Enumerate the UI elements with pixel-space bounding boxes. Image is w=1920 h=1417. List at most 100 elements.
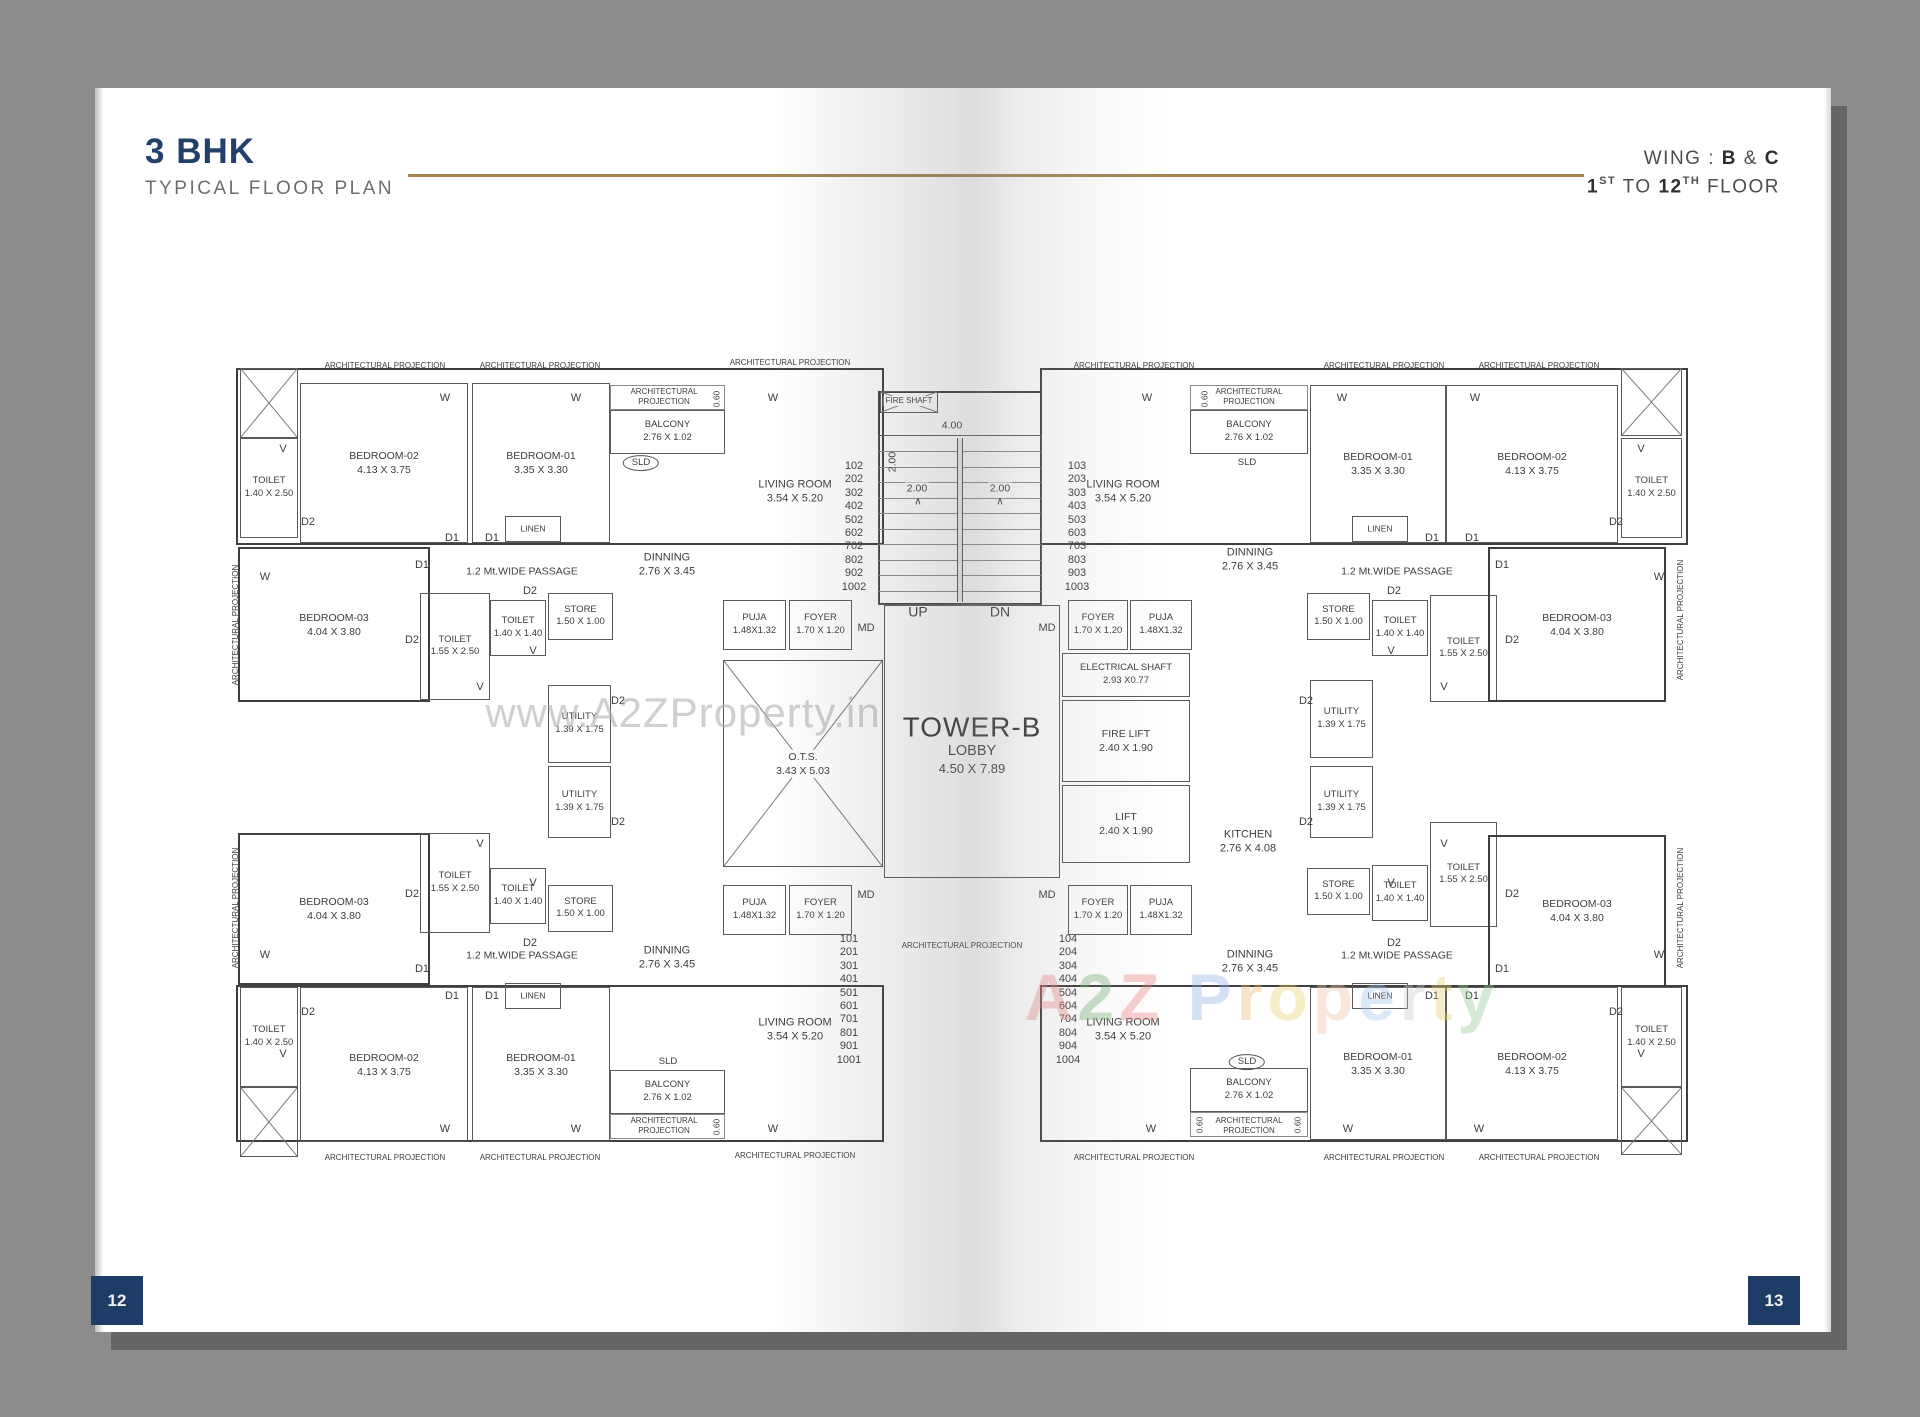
lift-box: LIFT 2.40 X 1.90 [1062, 785, 1190, 863]
arch-proj-label: ARCHITECTURAL PROJECTION [1215, 387, 1283, 406]
stair-up-label: UP [908, 603, 928, 620]
door2-marker: D2 [1504, 634, 1520, 647]
main-door-marker: MD [1038, 622, 1056, 635]
brochure-spread [95, 88, 1831, 1332]
slider-marker: SLD [658, 1056, 678, 1068]
store-br-label: STORE 1.50 X 1.00 [1314, 878, 1363, 903]
vent-marker: V [1637, 443, 1645, 456]
floor-line: 1ST TO 12TH FLOOR [1587, 175, 1780, 198]
dim-2-00-a: 2.00 [904, 482, 930, 496]
arch-proj-label-side: ARCHITECTURAL PROJECTION [231, 564, 240, 686]
utility-lower-left-label: UTILITY 1.39 X 1.75 [555, 789, 604, 813]
window-marker: W [1342, 1123, 1354, 1136]
foyer-tr-label: FOYER 1.70 X 1.20 [1073, 612, 1123, 636]
door2-marker: D2 [300, 516, 316, 529]
fire-lift-box: FIRE LIFT 2.40 X 1.90 [1062, 700, 1190, 782]
vent-marker: V [279, 1048, 287, 1061]
passage-br-label: 1.2 Mt.WIDE PASSAGE [1341, 949, 1453, 962]
lobby-label: LOBBY [947, 742, 997, 759]
floor-mid: TO [1616, 176, 1659, 198]
archstrip-box-tr [1190, 385, 1308, 410]
vent-marker: V [279, 443, 287, 456]
door1-marker: D1 [444, 990, 460, 1003]
window-marker: W [439, 1123, 451, 1136]
foyer-tl-label: FOYER 1.70 X 1.20 [796, 612, 845, 636]
living-room-bl-label: LIVING ROOM 3.54 X 5.20 [758, 1016, 832, 1042]
passage-tr-label: 1.2 Mt.WIDE PASSAGE [1341, 565, 1453, 578]
toilet-140-tl-label: TOILET 1.40 X 1.40 [493, 615, 543, 639]
duct-box-tr [1621, 368, 1682, 436]
window-marker: W [259, 571, 271, 584]
stair-rail [957, 438, 963, 602]
dim-2-00-b: 2.00 [987, 482, 1013, 496]
puja-tl: PUJA 1.48X1.32 [723, 600, 786, 650]
door2-marker: D2 [300, 1006, 316, 1019]
dim-0-60: 0.60 [711, 390, 722, 408]
toilet-tr-outer-label: TOILET 1.40 X 2.50 [1627, 475, 1676, 499]
vent-marker: V [529, 645, 537, 658]
arch-proj-label: ARCHITECTURAL PROJECTION [901, 941, 1023, 950]
door2-marker: D2 [1608, 516, 1624, 529]
toilet-155-bl: TOILET 1.55 X 2.50 [420, 833, 490, 933]
linen-tl: LINEN [505, 516, 561, 542]
toilet-br-outer-label: TOILET 1.40 X 2.50 [1627, 1024, 1676, 1048]
floor-sup1: ST [1599, 175, 1617, 187]
bedroom-01-tr: BEDROOM-01 3.35 X 3.30 [1310, 385, 1446, 543]
living-room-tl-label: LIVING ROOM 3.54 X 5.20 [758, 478, 832, 504]
foyer-bl-label: FOYER 1.70 X 1.20 [796, 897, 845, 921]
bedroom-01-br-label: BEDROOM-01 3.35 X 3.30 [1343, 1050, 1413, 1077]
electrical-shaft-box-label: ELECTRICAL SHAFT 2.93 X0.77 [1079, 662, 1173, 686]
slider-marker: SLD [1237, 457, 1257, 469]
unit-numbers-103: 103 203 303 403 503 603 703 803 903 1003 [1064, 459, 1090, 593]
balcony-bl-label: BALCONY 2.76 X 1.02 [643, 1079, 692, 1103]
balcony-tr-label: BALCONY 2.76 X 1.02 [1224, 419, 1274, 443]
vent-marker: V [1440, 838, 1448, 851]
arch-proj-label: ARCHITECTURAL PROJECTION [630, 387, 698, 406]
floor-sup2: TH [1682, 175, 1701, 187]
kitchen-label: KITCHEN 2.76 X 4.08 [1219, 828, 1277, 854]
toilet-155-tl: TOILET 1.55 X 2.50 [420, 593, 490, 700]
dinning-tl-label: DINNING 2.76 X 3.45 [638, 551, 696, 577]
utility-lower-right: UTILITY 1.39 X 1.75 [1310, 766, 1373, 838]
foyer-br: FOYER 1.70 X 1.20 [1068, 885, 1128, 935]
window-marker: W [1336, 392, 1348, 405]
window-marker: W [1653, 949, 1665, 962]
electrical-shaft-box: ELECTRICAL SHAFT 2.93 X0.77 [1062, 653, 1190, 697]
dinning-bl-label: DINNING 2.76 X 3.45 [638, 944, 696, 970]
toilet-tr-outer: TOILET 1.40 X 2.50 [1621, 438, 1682, 538]
bedroom-01-tl: BEDROOM-01 3.35 X 3.30 [472, 383, 610, 543]
arch-proj-label-side: ARCHITECTURAL PROJECTION [1676, 559, 1685, 681]
linen-bl: LINEN [505, 983, 561, 1009]
store-bl-label: STORE 1.50 X 1.00 [556, 895, 605, 920]
arch-proj-label: ARCHITECTURAL PROJECTION [1073, 361, 1195, 370]
fire-lift-box-label: FIRE LIFT 2.40 X 1.90 [1099, 727, 1153, 754]
main-door-marker: MD [857, 889, 875, 902]
arch-proj-label: ARCHITECTURAL PROJECTION [630, 1116, 698, 1135]
window-marker: W [570, 1123, 582, 1136]
door1-marker: D1 [1494, 559, 1510, 572]
toilet-br-outer: TOILET 1.40 X 2.50 [1621, 987, 1682, 1087]
ots-box-label: O.T.S. 3.43 X 5.03 [773, 749, 833, 778]
door2-marker: D2 [1386, 937, 1402, 950]
utility-lower-left: UTILITY 1.39 X 1.75 [548, 766, 611, 838]
door2-marker: D2 [610, 816, 626, 829]
arch-proj-label: ARCHITECTURAL PROJECTION [729, 358, 851, 367]
vent-marker: V [1387, 877, 1395, 890]
window-marker: W [1141, 392, 1153, 405]
arch-proj-label: ARCHITECTURAL PROJECTION [479, 1153, 601, 1162]
bedroom-03-bl: BEDROOM-03 4.04 X 3.80 [238, 833, 430, 985]
toilet-bl-outer-label: TOILET 1.40 X 2.50 [244, 1024, 294, 1048]
door2-marker: D2 [522, 585, 538, 598]
arch-proj-label: ARCHITECTURAL PROJECTION [479, 361, 601, 370]
balcony-br: BALCONY 2.76 X 1.02 [1190, 1068, 1308, 1112]
door1-marker: D1 [1424, 532, 1440, 545]
bedroom-03-br: BEDROOM-03 4.04 X 3.80 [1488, 835, 1666, 987]
foyer-bl: FOYER 1.70 X 1.20 [789, 885, 852, 935]
door2-marker: D2 [404, 888, 420, 901]
balcony-bl: BALCONY 2.76 X 1.02 [610, 1070, 725, 1114]
store-tr-label: STORE 1.50 X 1.00 [1314, 603, 1363, 628]
door1-marker: D1 [484, 990, 500, 1003]
fire-shaft-label: FIRE SHAFT [883, 396, 935, 406]
linen-tr-label: LINEN [1367, 523, 1393, 534]
